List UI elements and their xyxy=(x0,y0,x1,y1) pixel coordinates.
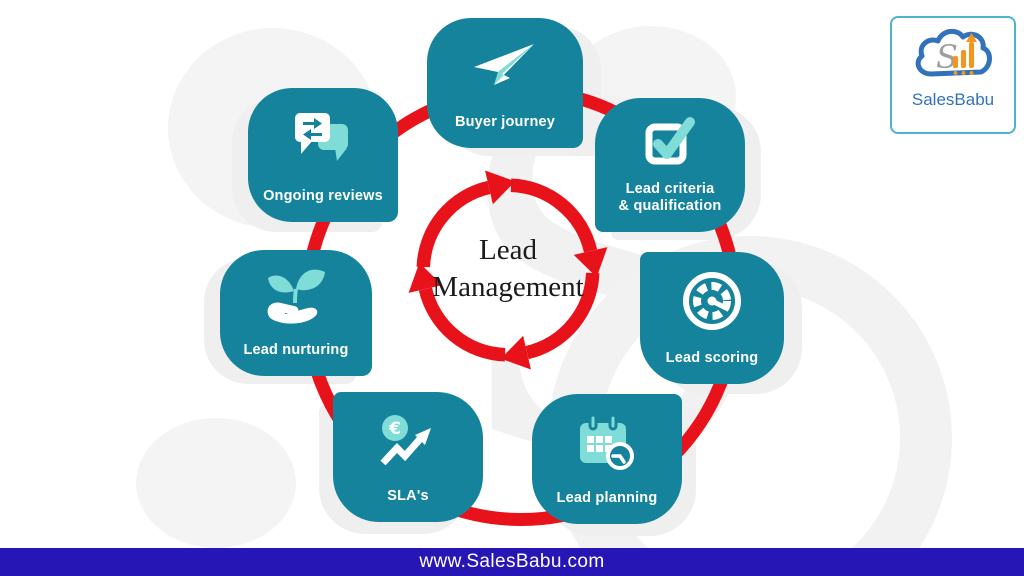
node-label: Ongoing reviews xyxy=(263,188,383,204)
diagram-title-line2: Management xyxy=(432,271,584,303)
node-lead-scoring: Lead scoring xyxy=(640,252,784,384)
node-label: Lead planning xyxy=(556,490,658,506)
paper-plane-icon xyxy=(427,18,583,114)
node-label: Lead nurturing xyxy=(243,342,349,358)
euro-trend-arrow-icon: € xyxy=(333,392,483,488)
node-slas: € SLA's xyxy=(333,392,483,522)
diagram-title-line1: Lead xyxy=(479,234,537,266)
node-lead-planning: Lead planning xyxy=(532,394,682,524)
calendar-clock-icon xyxy=(532,394,682,490)
diagram-title: Lead Management xyxy=(408,232,608,306)
svg-text:€: € xyxy=(388,419,401,439)
cycle-arrows-icon xyxy=(408,170,608,370)
gauge-icon xyxy=(640,252,784,350)
footer-url: www.SalesBabu.com xyxy=(419,551,605,572)
node-label: Lead criteria & qualification xyxy=(618,181,722,214)
node-lead-criteria: Lead criteria & qualification xyxy=(595,98,745,232)
node-lead-nurturing: Lead nurturing xyxy=(220,250,372,376)
node-buyer-journey: Buyer journey xyxy=(427,18,583,148)
salesbabu-cloud-icon: S xyxy=(915,28,992,77)
footer-bar: www.SalesBabu.com xyxy=(0,548,1024,576)
watermark-blob xyxy=(136,418,296,548)
salesbabu-logo: S SalesBabu xyxy=(890,16,1016,134)
node-ongoing-reviews: Ongoing reviews xyxy=(248,88,398,222)
node-label: Buyer journey xyxy=(454,114,556,130)
node-label: SLA's xyxy=(387,488,429,504)
salesbabu-logo-text: SalesBabu xyxy=(911,90,995,109)
checkbox-check-icon xyxy=(595,98,745,181)
chat-sync-icon xyxy=(248,88,398,188)
hand-plant-icon xyxy=(220,250,372,342)
node-label: Lead scoring xyxy=(665,350,759,366)
svg-text:S: S xyxy=(936,38,958,76)
